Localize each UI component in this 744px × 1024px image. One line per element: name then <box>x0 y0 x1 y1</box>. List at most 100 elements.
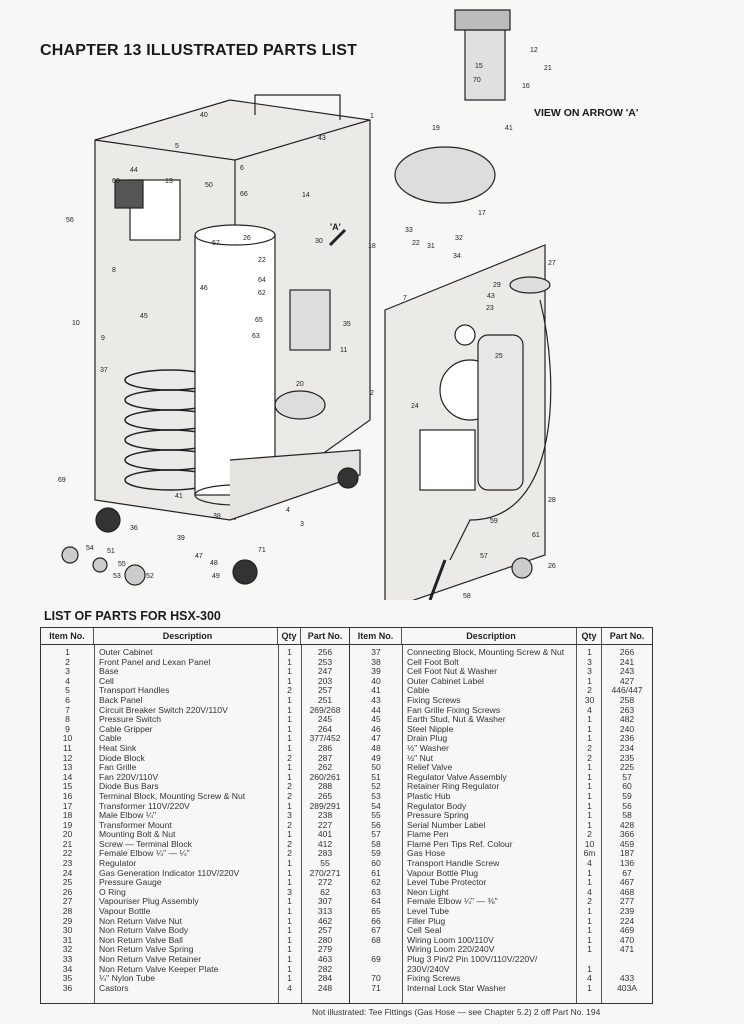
cell-item-no: 10 <box>62 734 73 744</box>
callout-number: 53 <box>113 573 121 580</box>
cell-qty: 1 <box>287 830 292 840</box>
cell-item-no: 24 <box>62 868 73 878</box>
cell-qty: 1 <box>587 782 592 792</box>
cell-description: Regulator Body <box>407 801 467 811</box>
cell-description: Cell Seal <box>407 926 442 936</box>
cell-description: Retainer Ring Regulator <box>407 782 500 792</box>
cell-part-no: 240 <box>619 724 635 734</box>
cell-part-no: 234 <box>619 743 635 753</box>
cell-description: 230V/240V <box>407 964 450 974</box>
callout-number: 27 <box>548 260 556 267</box>
callout-number: 47 <box>195 553 203 560</box>
cell-item-no: 22 <box>62 849 73 859</box>
cell-part-no: 427 <box>619 676 635 686</box>
cell-description: Heat Sink <box>99 743 137 753</box>
cell-qty: 1 <box>587 724 592 734</box>
cell-item-no: 33 <box>62 955 73 964</box>
cell-item-no: 2 <box>65 657 70 667</box>
cell-part-no: 459 <box>619 839 635 849</box>
cell-description: Diode Block <box>99 753 145 763</box>
callout-number: 8 <box>112 267 116 274</box>
callout-number: 50 <box>205 182 213 189</box>
cell-item-no: 5 <box>65 686 70 696</box>
cell-qty: 4 <box>587 859 592 869</box>
callout-number: 29 <box>493 282 501 289</box>
callout-number: 59 <box>490 518 498 525</box>
cell-description: Cell <box>99 676 114 686</box>
cell-qty: 1 <box>287 705 292 715</box>
callout-number: 37 <box>100 367 108 374</box>
cell-part-no: 256 <box>317 648 333 657</box>
cell-item-no: 37 <box>371 648 381 657</box>
cell-part-no: 236 <box>619 734 635 744</box>
cell-item-no: 40 <box>371 676 381 686</box>
callout-number: 6 <box>240 165 244 172</box>
header-description: Description <box>402 628 577 644</box>
cell-description: Plug 3 Pin/2 Pin 100V/110V/220V/ <box>407 955 538 964</box>
callout-number: 54 <box>86 545 94 552</box>
cell-qty: 2 <box>587 753 592 763</box>
cell-part-no: 307 <box>317 897 333 907</box>
vapour-bottle <box>477 334 524 491</box>
cell-qty: 1 <box>587 945 592 955</box>
cell-part-no: 225 <box>619 763 635 773</box>
cell-qty: 30 <box>584 695 595 705</box>
cell-qty: 2 <box>287 839 292 849</box>
callout-number: 43 <box>487 293 495 300</box>
cell-qty: 1 <box>587 648 592 657</box>
cell-qty: 1 <box>287 734 292 744</box>
callout-number: 65 <box>255 317 263 324</box>
cell-qty: 2 <box>587 897 592 907</box>
cell-qty: 1 <box>287 907 292 917</box>
callout-number: 30 <box>315 238 323 245</box>
callout-number: 57 <box>480 553 488 560</box>
cell-description: Flame Pen <box>407 830 449 840</box>
cell-part-no: 403A <box>616 983 638 993</box>
cell-description: Mounting Bolt & Nut <box>99 830 176 840</box>
cell-qty: 4 <box>287 983 292 993</box>
cell-part-no: 277 <box>619 897 635 907</box>
cell-item-no: 53 <box>371 791 381 801</box>
cell-qty: 1 <box>287 916 292 926</box>
cell-item-no: 47 <box>371 734 381 744</box>
callout-number: 7 <box>403 295 407 302</box>
cell-item-no: 27 <box>62 897 73 907</box>
cell-description: Non Return Valve Keeper Plate <box>99 964 219 974</box>
cell-qty: 1 <box>587 983 592 993</box>
cell-part-no: 243 <box>619 667 635 677</box>
cell-description: O Ring <box>99 887 126 897</box>
callout-number: 61 <box>532 532 540 539</box>
cell-description: Plastic Hub <box>407 791 451 801</box>
callout-number: 35 <box>343 321 351 328</box>
cell-description: Transport Handles <box>99 686 170 696</box>
cell-description: Regulator Valve Assembly <box>407 772 507 782</box>
callout-number: 36 <box>130 525 138 532</box>
cell-qty: 1 <box>287 695 292 705</box>
cell-description: Male Elbow ¼" <box>99 811 157 821</box>
cell-description: Vapour Bottle Plug <box>407 868 479 878</box>
cell-item-no: 1 <box>65 648 70 657</box>
callout-number: 26 <box>243 235 251 242</box>
view-on-arrow-label: VIEW ON ARROW 'A' <box>534 107 639 119</box>
table-header: Item No. Description Qty Part No. <box>41 628 349 645</box>
callout-number: 49 <box>212 573 220 580</box>
cell-part-no: 55 <box>320 859 330 869</box>
